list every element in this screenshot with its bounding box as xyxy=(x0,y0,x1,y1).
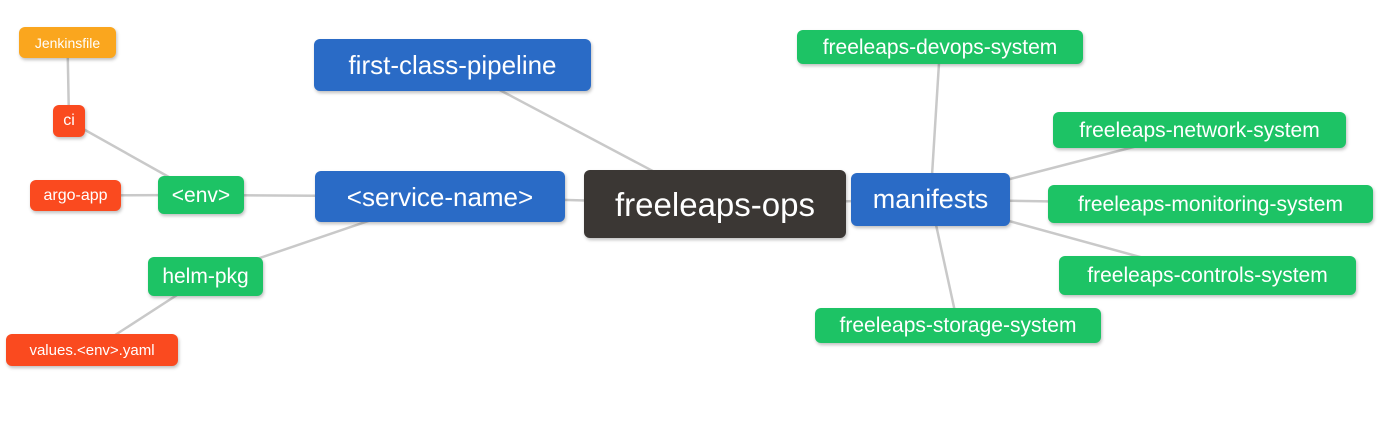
node-helm-pkg[interactable]: helm-pkg xyxy=(148,257,263,296)
node-argo-app[interactable]: argo-app xyxy=(30,180,121,211)
node-manifests[interactable]: manifests xyxy=(851,173,1010,226)
node-storage-system[interactable]: freeleaps-storage-system xyxy=(815,308,1101,343)
node-ci[interactable]: ci xyxy=(53,105,85,137)
node-freeleaps-ops[interactable]: freeleaps-ops xyxy=(584,170,846,238)
node-devops-system[interactable]: freeleaps-devops-system xyxy=(797,30,1083,64)
node-values-env-yaml[interactable]: values.<env>.yaml xyxy=(6,334,178,366)
node-controls-system[interactable]: freeleaps-controls-system xyxy=(1059,256,1356,295)
node-jenkinsfile[interactable]: Jenkinsfile xyxy=(19,27,116,58)
node-first-class-pipeline[interactable]: first-class-pipeline xyxy=(314,39,591,91)
node-env[interactable]: <env> xyxy=(158,176,244,214)
node-service-name[interactable]: <service-name> xyxy=(315,171,565,222)
node-network-system[interactable]: freeleaps-network-system xyxy=(1053,112,1346,148)
node-monitoring-system[interactable]: freeleaps-monitoring-system xyxy=(1048,185,1373,223)
